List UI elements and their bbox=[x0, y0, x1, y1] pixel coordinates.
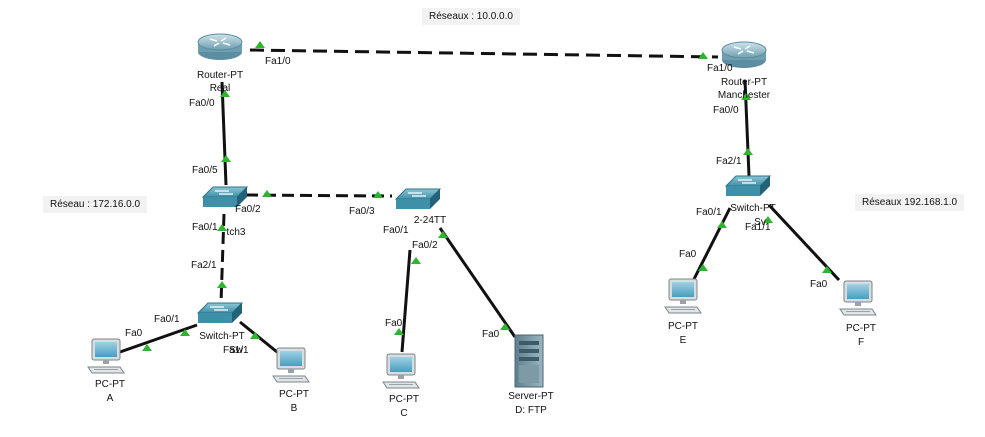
device-name-label: Sv bbox=[754, 217, 766, 228]
switch-icon[interactable] bbox=[197, 302, 243, 324]
link-real-manchester bbox=[249, 48, 719, 59]
port-label: Fa0/1 bbox=[696, 207, 722, 218]
link-up-indicator bbox=[500, 323, 510, 330]
link-up-indicator bbox=[217, 281, 227, 288]
link-up-indicator bbox=[438, 231, 448, 238]
device-name-label: E bbox=[680, 335, 687, 346]
port-label: Fa0/1 bbox=[192, 222, 218, 233]
link-up-indicator bbox=[220, 90, 230, 97]
link-up-indicator bbox=[142, 344, 152, 351]
network-label-lan-right: Réseaux 192.168.1.0 bbox=[855, 194, 965, 211]
device-name-label: Manchester bbox=[718, 90, 771, 101]
link-up-indicator bbox=[822, 266, 832, 273]
device-name-label: Sw bbox=[229, 345, 244, 356]
port-label: Fa0 bbox=[482, 329, 500, 340]
device-type-label: Switch-PT bbox=[730, 203, 776, 214]
device-name-label: C bbox=[400, 408, 407, 419]
port-label: Fa0 bbox=[679, 249, 697, 260]
device-name-label: F bbox=[858, 337, 864, 348]
link-up-indicator bbox=[250, 332, 260, 339]
pc-icon[interactable] bbox=[272, 347, 310, 383]
link-up-indicator bbox=[180, 329, 190, 336]
router-icon[interactable] bbox=[197, 33, 243, 61]
network-label-wan: Réseaux : 10.0.0.0 bbox=[422, 8, 520, 25]
link-up-indicator bbox=[763, 216, 773, 223]
device-name-label: Real bbox=[210, 83, 231, 94]
port-label: Fa0 bbox=[810, 279, 828, 290]
link-up-indicator bbox=[217, 224, 227, 231]
link-switch-right-pc-e bbox=[688, 207, 732, 288]
port-label: Fa0/2 bbox=[412, 240, 438, 251]
link-switch-mid-server bbox=[438, 227, 517, 338]
link-real-switch3 bbox=[220, 81, 228, 186]
link-up-indicator bbox=[394, 328, 404, 335]
port-label: Fa0/0 bbox=[713, 105, 739, 116]
link-up-indicator bbox=[373, 191, 383, 198]
port-label: Fa0/1 bbox=[383, 225, 409, 236]
port-label: Fa1/1 bbox=[745, 222, 771, 233]
link-up-indicator bbox=[698, 264, 708, 271]
link-switch-left-pc-a bbox=[119, 323, 198, 354]
link-switch-left-pc-b bbox=[239, 320, 283, 358]
link-up-indicator bbox=[221, 155, 231, 162]
port-label: Fa1/0 bbox=[265, 56, 291, 67]
port-label: Fa1/1 bbox=[223, 345, 249, 356]
port-label: Fa0 bbox=[385, 318, 403, 329]
device-type-label: PC-PT bbox=[389, 394, 419, 405]
port-label: Fa2/1 bbox=[716, 156, 742, 167]
link-up-indicator bbox=[411, 257, 421, 264]
link-up-indicator bbox=[262, 190, 272, 197]
server-icon[interactable] bbox=[514, 334, 544, 388]
link-up-indicator bbox=[743, 148, 753, 155]
port-label: Fa1/0 bbox=[707, 63, 733, 74]
device-type-label: 2-24TT bbox=[414, 215, 446, 226]
pc-icon[interactable] bbox=[382, 353, 420, 389]
link-up-indicator bbox=[717, 221, 727, 228]
device-type-label: PC-PT bbox=[279, 389, 309, 400]
network-label-lan-left: Réseau : 172.16.0.0 bbox=[43, 196, 148, 213]
port-label: Fa0/2 bbox=[235, 204, 261, 215]
link-up-indicator bbox=[698, 52, 708, 59]
port-label: Fa0/0 bbox=[189, 98, 215, 109]
port-label: Fa0/5 bbox=[192, 165, 218, 176]
device-type-label: Router-PT bbox=[721, 77, 767, 88]
device-type-label: Switch-PT bbox=[199, 331, 245, 342]
device-name-label: tch3 bbox=[227, 227, 246, 238]
device-name-label: B bbox=[291, 403, 298, 414]
switch-icon[interactable] bbox=[395, 188, 441, 210]
pc-icon[interactable] bbox=[839, 280, 877, 316]
pc-icon[interactable] bbox=[87, 338, 125, 374]
port-label: Fa0/3 bbox=[349, 206, 375, 217]
device-name-label: A bbox=[107, 393, 114, 404]
switch-icon[interactable] bbox=[725, 175, 771, 197]
link-up-indicator bbox=[255, 41, 265, 48]
port-label: Fa2/1 bbox=[191, 260, 217, 271]
device-type-label: PC-PT bbox=[668, 321, 698, 332]
device-type-label: PC-PT bbox=[95, 379, 125, 390]
link-up-indicator bbox=[741, 93, 751, 100]
pc-icon[interactable] bbox=[664, 278, 702, 314]
device-type-label: Router-PT bbox=[197, 70, 243, 81]
device-type-label: PC-PT bbox=[846, 323, 876, 334]
device-type-label: Server-PT bbox=[508, 391, 554, 402]
port-label: Fa0 bbox=[125, 328, 143, 339]
link-switch-mid-pc-c bbox=[400, 249, 412, 353]
port-label: Fa0/1 bbox=[154, 314, 180, 325]
link-switch3-switch-left bbox=[219, 213, 226, 304]
device-name-label: D: FTP bbox=[515, 405, 547, 416]
